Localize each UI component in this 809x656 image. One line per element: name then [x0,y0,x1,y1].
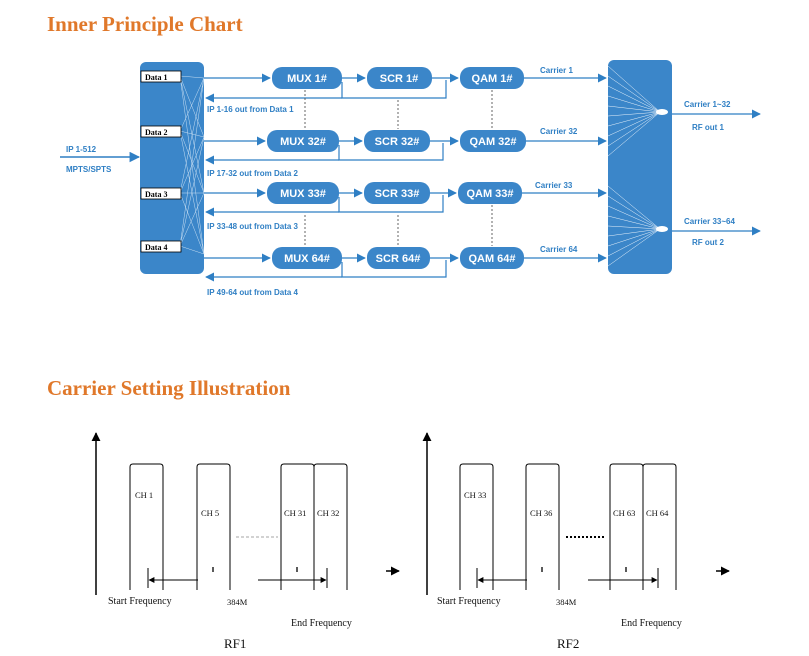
data-fan-lines [179,75,205,255]
rf1-illustration: CH 1 CH 5 CH 31 CH 32 Start Frequency 38… [91,432,400,651]
rf-out-2-label: RF out 2 [692,238,725,247]
rf2-ch-c: CH 63 [613,508,635,518]
rf-out-1-label: RF out 1 [692,123,725,132]
data-label-4: Data 4 [145,243,167,252]
scr-33-label: SCR 33# [375,188,420,200]
rf-combiner-block [608,60,672,274]
qam-33-label: QAM 33# [466,188,513,200]
qam-1-box [460,67,524,89]
rf2-end-frequency: End Frequency [621,618,682,629]
scr-32-box [364,130,430,152]
input-format-label: MPTS/SPTS [66,165,112,174]
rf1-label: RF1 [224,636,246,651]
rf1-bandwidth: 384M [227,597,248,607]
mux-33-label: MUX 33# [280,188,326,200]
rf2-ch-b: CH 36 [530,508,552,518]
carrier-32-label: Carrier 32 [540,127,578,136]
rf1-ch-c: CH 31 [284,508,306,518]
rf1-ch-b: CH 5 [201,508,219,518]
ipout-4-label: IP 49-64 out from Data 4 [207,288,299,297]
scr-32-label: SCR 32# [375,136,420,148]
rf1-ch-a: CH 1 [135,490,153,500]
qam-64-label: QAM 64# [468,253,515,265]
rf2-bandwidth: 384M [556,597,577,607]
carrier-64-label: Carrier 64 [540,245,578,254]
rf2-start-frequency: Start Frequency [437,596,501,607]
rf2-ch-d: CH 64 [646,508,669,518]
scr-64-box [367,247,430,269]
scr-1-label: SCR 1# [380,73,419,85]
qam-33-box [458,182,522,204]
combiner-fan-upper [607,65,661,157]
qam-1-label: QAM 1# [472,73,513,85]
carrier-setting-title: Carrier Setting Illustration [47,376,291,400]
mux-1-box [272,67,342,89]
ipout-3-label: IP 33-48 out from Data 3 [207,222,299,231]
data-label-2: Data 2 [145,128,167,137]
mux-32-label: MUX 32# [280,136,326,148]
scr-64-label: SCR 64# [376,253,421,265]
mux-33-box [267,182,339,204]
rf1-start-frequency: Start Frequency [108,596,172,607]
combiner-fan-lower [607,185,661,267]
mux-32-box [267,130,339,152]
inner-principle-title: Inner Principle Chart [47,12,243,36]
row-continuation-dots [304,90,493,246]
qam-32-box [460,130,526,152]
rf2-illustration: CH 33 CH 36 CH 63 CH 64 Start Frequency … [422,432,730,651]
mux-64-box [272,247,342,269]
qam-32-label: QAM 32# [469,136,516,148]
mux-64-label: MUX 64# [284,253,330,265]
mux-1-label: MUX 1# [287,73,327,85]
rf1-end-frequency: End Frequency [291,618,352,629]
ipout-2-label: IP 17-32 out from Data 2 [207,169,299,178]
rf-out-1-carriers: Carrier 1~32 [684,100,731,109]
scr-1-box [367,67,432,89]
scr-33-box [364,182,430,204]
carrier-1-label: Carrier 1 [540,66,573,75]
ipout-1-label: IP 1-16 out from Data 1 [207,105,294,114]
rf-out-2-carriers: Carrier 33~64 [684,217,735,226]
input-label: IP 1-512 [66,145,97,154]
data-label-3: Data 3 [145,190,167,199]
rf2-label: RF2 [557,636,579,651]
qam-64-box [460,247,524,269]
data-label-1: Data 1 [145,73,167,82]
rf1-ch-d: CH 32 [317,508,339,518]
rf2-ch-a: CH 33 [464,490,486,500]
carrier-33-label: Carrier 33 [535,181,573,190]
